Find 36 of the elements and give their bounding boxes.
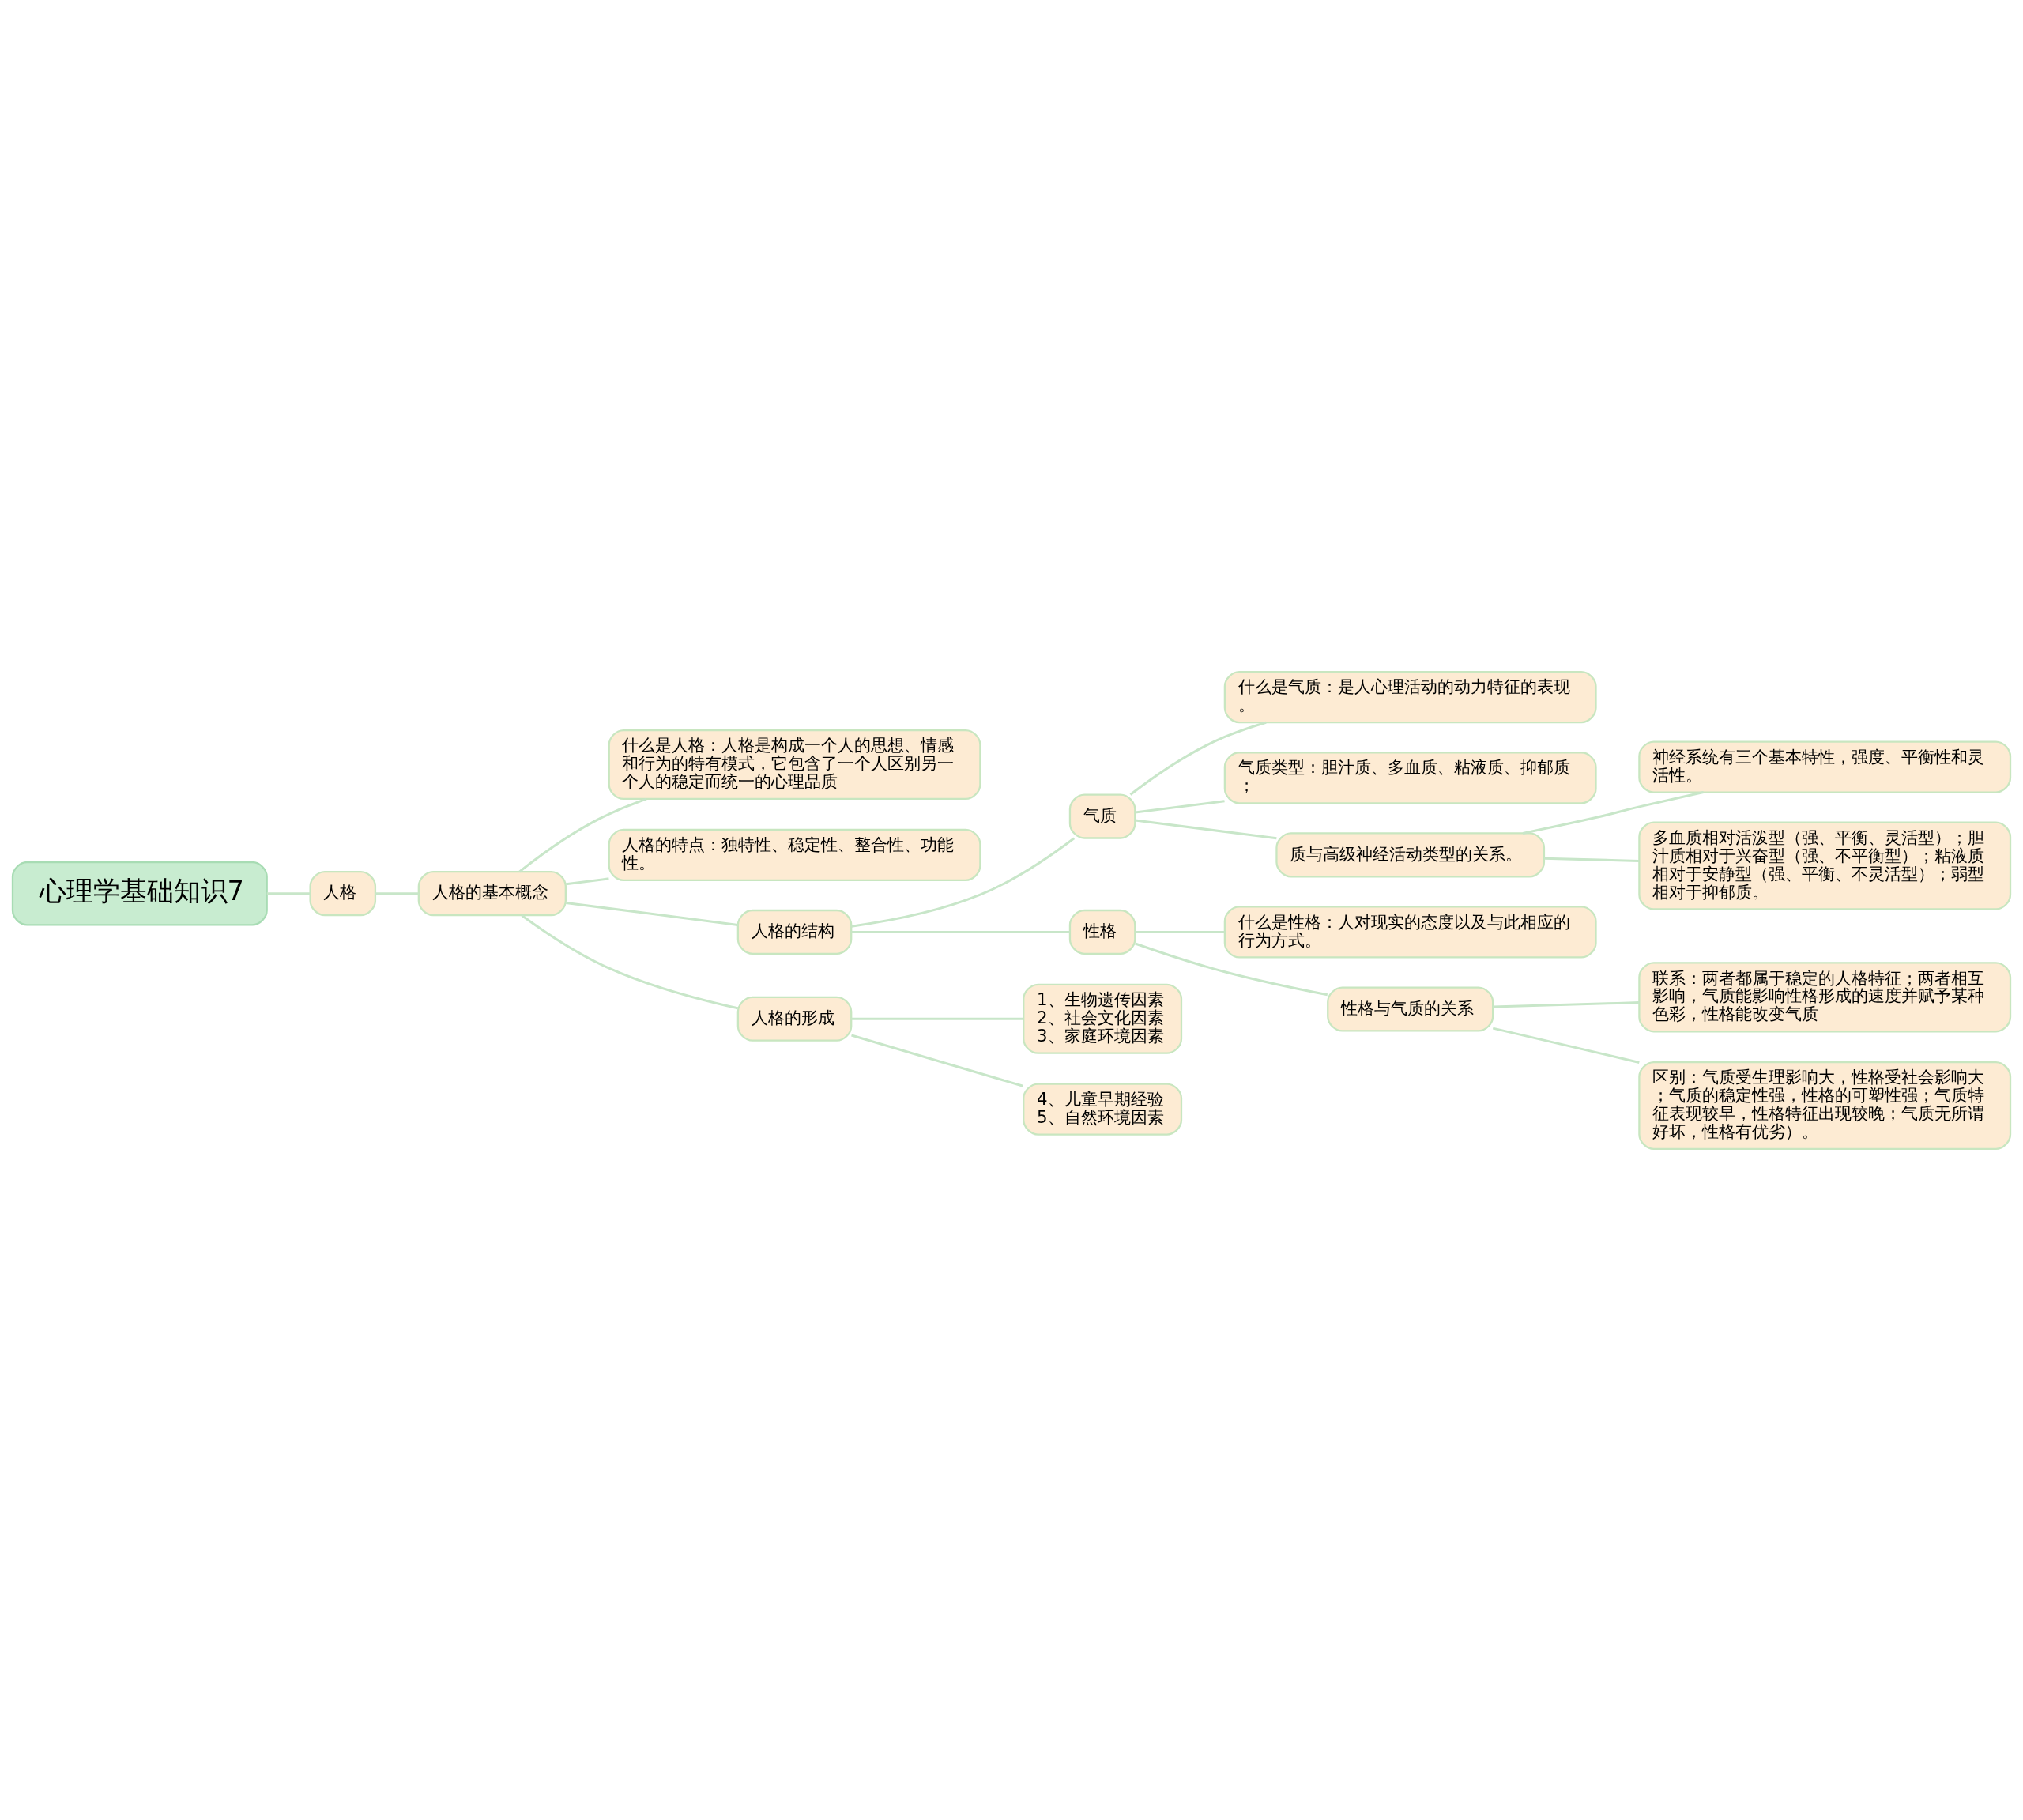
node-box: 人格 (309, 870, 377, 916)
connector (851, 1034, 1023, 1087)
connector (1135, 942, 1328, 996)
node-box: 1、生物遗传因素 2、社会文化因素 3、家庭环境因素 (1023, 983, 1183, 1054)
connector (1135, 819, 1277, 839)
node-box: 多血质相对活泼型（强、平衡、灵活型）；胆汁质相对于兴奋型（强、不平衡型）；粘液质相对于安静型（强、平衡、不灵活型）；弱型相对于抑郁质。 (1638, 821, 2012, 910)
node-box: 区别：气质受生理影响大，性格受社会影响大；气质的稳定性强，性格的可塑性强；气质特征表现较早，性格特征出现较晚；气质无所谓好坏，性格有优劣）。 (1638, 1061, 2012, 1150)
node-box: 性格 (1068, 909, 1136, 955)
node-box: 人格的基本概念 (417, 870, 567, 916)
node-box: 什么是人格：人格是构成一个人的思想、情感和行为的特有模式，它包含了一个人区别另一个人的稳定而统一的心理品质 (608, 729, 981, 800)
node-box: 气质 (1068, 793, 1136, 839)
connector (851, 1017, 1023, 1020)
connector (1544, 857, 1640, 862)
node-box: 神经系统有三个基本特性，强度、平衡性和灵活性。 (1638, 740, 2012, 793)
node-box: 人格的特点：独特性、稳定性、整合性、功能性。 (608, 828, 981, 881)
node-box: 质与高级神经活动类型的关系。 (1275, 831, 1546, 877)
connector (1135, 930, 1225, 933)
node-box: 人格的形成 (736, 996, 853, 1042)
connector (566, 901, 738, 926)
connector (851, 930, 1070, 933)
node-box: 性格与气质的关系 (1327, 985, 1494, 1032)
node-box: 气质类型：胆汁质、多血质、粘液质、抑郁质； (1223, 751, 1597, 804)
connector (566, 876, 609, 885)
connector (1493, 1000, 1640, 1008)
node-box: 什么是气质：是人心理活动的动力特征的表现。 (1223, 670, 1597, 723)
node-box: 联系：两者都属于稳定的人格特征；两者相互影响，气质能影响性格形成的速度并赋予某种色彩，性格能改变气质 (1638, 961, 2012, 1032)
node-box: 什么是性格：人对现实的态度以及与此相应的行为方式。 (1223, 905, 1597, 959)
connector (375, 891, 419, 895)
connector (851, 837, 1076, 928)
connector (1492, 1027, 1640, 1064)
node-box: 4、儿童早期经验 5、自然环境因素 (1023, 1082, 1183, 1136)
node-box: 心理学基础知识7 (11, 861, 268, 925)
connector (266, 891, 311, 895)
connector (1135, 799, 1225, 814)
node-box: 人格的结构 (736, 909, 853, 955)
connector (521, 914, 739, 1009)
